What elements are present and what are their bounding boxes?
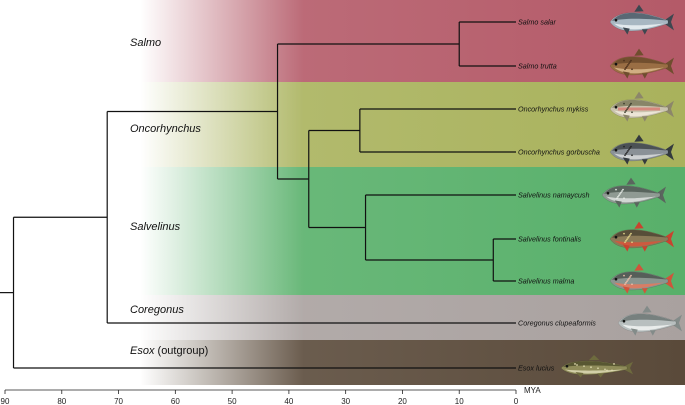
dolly-varden-fish-icon (609, 263, 674, 294)
band-salmo (140, 0, 685, 82)
axis-tick-label: 50 (228, 397, 237, 405)
time-axis: MYA 90 80 70 60 50 40 30 20 10 0 (1, 386, 542, 405)
axis-tick-label: 10 (455, 397, 464, 405)
species-label: Coregonus clupeaformis (518, 319, 596, 328)
axis-tick-label: 30 (341, 397, 350, 405)
axis-tick-label: 80 (57, 397, 66, 405)
axis-tick-label: 60 (171, 397, 180, 405)
group-label-esox: Esox (outgroup) (130, 345, 208, 357)
axis-tick-label: 70 (114, 397, 123, 405)
species-label: Salvelinus malma (518, 277, 574, 286)
species-label: Oncorhynchus mykiss (518, 105, 589, 114)
species-label: Esox lucius (518, 364, 555, 373)
clade-bands (140, 0, 685, 385)
atlantic-salmon-fish-icon (609, 4, 674, 35)
northern-pike-fish-icon (560, 354, 633, 378)
axis-tick-label: 40 (284, 397, 293, 405)
axis-title: MYA (524, 386, 541, 395)
group-label-oncorhynchus: Oncorhynchus (130, 123, 201, 135)
species-label: Salvelinus fontinalis (518, 235, 582, 244)
group-label-salvelinus: Salvelinus (130, 221, 181, 233)
lake-trout-fish-icon (601, 177, 666, 208)
species-label: Salvelinus namaycush (518, 191, 590, 200)
axis-tick-label: 20 (398, 397, 407, 405)
pink-salmon-fish-icon (609, 134, 674, 165)
rainbow-trout-fish-icon (609, 91, 674, 122)
species-label: Oncorhynchus gorbuscha (518, 148, 600, 157)
lake-whitefish-fish-icon (617, 305, 682, 336)
phylogenetic-tree (0, 21, 516, 369)
brook-trout-fish-icon (609, 221, 674, 252)
group-label-coregonus: Coregonus (130, 304, 184, 316)
species-label: Salmo salar (518, 18, 557, 27)
axis-tick-label: 90 (1, 397, 10, 405)
species-label: Salmo trutta (518, 62, 557, 71)
brown-trout-fish-icon (609, 48, 674, 79)
group-labels: Salmo Oncorhynchus Salvelinus Coregonus … (130, 37, 208, 357)
band-oncorhynchus (140, 82, 685, 167)
band-salvelinus (140, 167, 685, 295)
axis-tick-label: 0 (514, 397, 519, 405)
group-label-salmo: Salmo (130, 37, 161, 49)
band-coregonus (140, 295, 685, 340)
